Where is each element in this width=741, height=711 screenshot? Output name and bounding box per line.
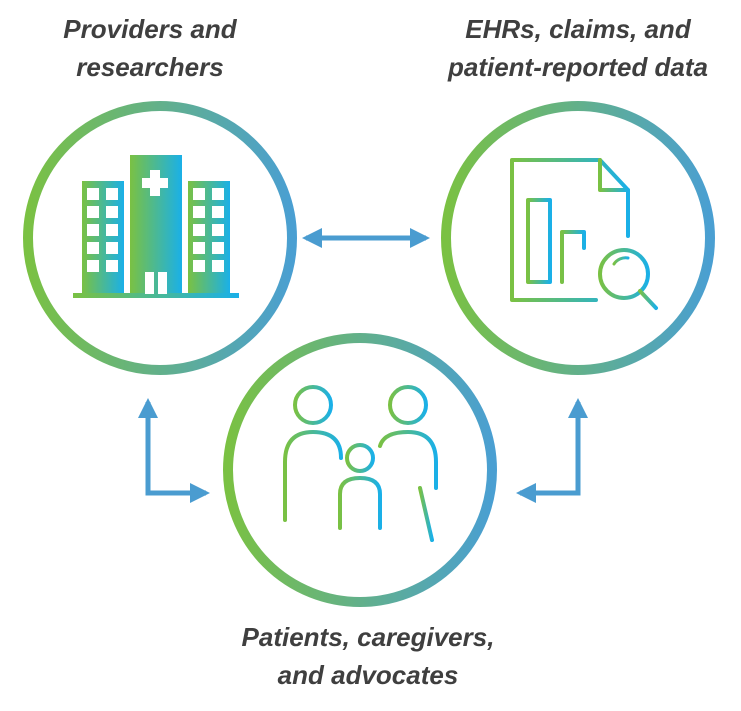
label-patients-line-2: and advocates xyxy=(277,660,459,690)
label-providers-line-2: researchers xyxy=(76,52,224,82)
label-data-line-2: patient-reported data xyxy=(447,52,709,82)
data-ring xyxy=(441,101,715,375)
providers-ring xyxy=(23,101,297,375)
report-search-icon xyxy=(510,158,658,310)
label-providers-researchers: Providers and researchers xyxy=(30,10,270,86)
label-ehr-data: EHRs, claims, and patient-reported data xyxy=(420,10,736,86)
label-providers-line-1: Providers and xyxy=(63,14,237,44)
arrow-data-patients xyxy=(516,398,588,503)
label-data-line-1: EHRs, claims, and xyxy=(465,14,691,44)
hospital-icon xyxy=(73,155,239,298)
label-patients-line-1: Patients, caregivers, xyxy=(241,622,495,652)
label-patients-caregivers: Patients, caregivers, and advocates xyxy=(218,618,518,694)
family-icon xyxy=(283,385,438,542)
patients-ring xyxy=(223,333,497,607)
arrow-providers-patients xyxy=(138,398,210,503)
